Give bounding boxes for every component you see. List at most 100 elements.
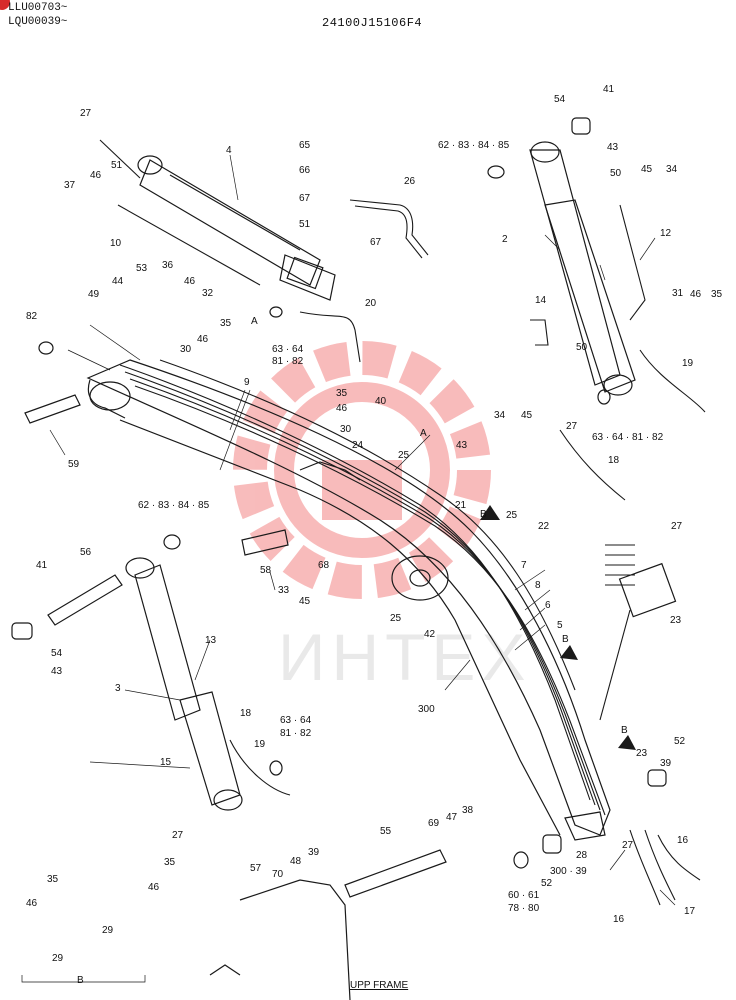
- arrow-b-3: [618, 735, 636, 750]
- callout-67: 67: [299, 193, 311, 204]
- shim-60: [513, 851, 529, 869]
- callout-33: 33: [278, 585, 290, 596]
- serial-range-2: LQU00039~: [8, 16, 68, 28]
- callout-37: 37: [64, 180, 76, 191]
- callout-63-64: 63 · 64: [272, 344, 304, 355]
- callout-24: 24: [352, 440, 364, 451]
- section-b: B: [480, 509, 487, 520]
- callout-47: 47: [446, 812, 458, 823]
- callout-46: 46: [148, 882, 160, 893]
- shim-63: [269, 306, 283, 318]
- callout-34: 34: [494, 410, 506, 421]
- callout-19: 19: [682, 358, 694, 369]
- watermark-gear-logo: [233, 341, 491, 599]
- fittings-23: [605, 544, 635, 586]
- callout-45: 45: [641, 164, 653, 175]
- pin-56: [47, 574, 123, 626]
- arrow-b-2: [560, 645, 578, 660]
- callout-63-64-81-82: 63 · 64 · 81 · 82: [592, 432, 664, 443]
- pipe-10: [117, 204, 261, 286]
- hose-18-right: [559, 429, 626, 501]
- callout-40: 40: [375, 396, 387, 407]
- pipe-14: [530, 319, 549, 346]
- callout-36: 36: [162, 260, 174, 271]
- callout-27: 27: [566, 421, 578, 432]
- corner-badge: [0, 0, 10, 10]
- callout-45: 45: [299, 596, 311, 607]
- callout-14: 14: [535, 295, 547, 306]
- upper-frame: [239, 879, 351, 1000]
- callout-63-64: 63 · 64: [280, 715, 312, 726]
- callout-9: 9: [244, 377, 250, 388]
- callout-25: 25: [390, 613, 402, 624]
- bushing-54-top: [571, 117, 591, 135]
- callout-52: 52: [541, 878, 553, 889]
- section-a: A: [251, 316, 258, 327]
- grease-line: [99, 139, 141, 179]
- callout-41: 41: [36, 560, 48, 571]
- callout-29: 29: [102, 925, 114, 936]
- callout-35: 35: [220, 318, 232, 329]
- callout-27: 27: [80, 108, 92, 119]
- callout-23: 23: [670, 615, 682, 626]
- callout-39: 39: [308, 847, 320, 858]
- callout-6: 6: [545, 600, 551, 611]
- callout-46: 46: [197, 334, 209, 345]
- callout-50: 50: [610, 168, 622, 179]
- shim-62-top: [487, 165, 505, 179]
- callout-45: 45: [521, 410, 533, 421]
- detail-b-label: B: [77, 975, 84, 986]
- shim-63-left: [269, 760, 283, 776]
- callout-35: 35: [47, 874, 59, 885]
- bushing-52-bottom: [542, 834, 562, 854]
- callout-53: 53: [136, 263, 148, 274]
- callout-51: 51: [299, 219, 311, 230]
- callout-67: 67: [370, 237, 382, 248]
- callout-41: 41: [603, 84, 615, 95]
- detail-b-bracket: [21, 975, 146, 983]
- callout-25: 25: [506, 510, 518, 521]
- callout-15: 15: [160, 757, 172, 768]
- hose-16b: [644, 829, 676, 901]
- hose-17: [657, 834, 701, 881]
- callout-56: 56: [80, 547, 92, 558]
- shim-62-left: [163, 534, 181, 550]
- junction-block-23: [618, 562, 677, 618]
- boom: [86, 359, 611, 841]
- callout-43: 43: [607, 142, 619, 153]
- callout-8: 8: [535, 580, 541, 591]
- upper-frame-edge: [209, 964, 241, 976]
- pipe-12: [619, 204, 646, 321]
- callout-54: 54: [51, 648, 63, 659]
- shim-63-right: [597, 389, 611, 405]
- callout-10: 10: [110, 238, 122, 249]
- callout-19: 19: [254, 739, 266, 750]
- callout-46: 46: [26, 898, 38, 909]
- callout-16: 16: [613, 914, 625, 925]
- callout-49: 49: [88, 289, 100, 300]
- callout-300-39: 300 · 39: [550, 866, 587, 877]
- callout-46: 46: [690, 289, 702, 300]
- callout-54: 54: [554, 94, 566, 105]
- callout-16: 16: [677, 835, 689, 846]
- arm-cylinder: [137, 155, 336, 301]
- callout-62-83-84-85: 62 · 83 · 84 · 85: [438, 140, 510, 151]
- callout-81-82: 81 · 82: [272, 356, 304, 367]
- callout-42: 42: [424, 629, 436, 640]
- callout-27: 27: [172, 830, 184, 841]
- pin-58: [241, 529, 289, 556]
- callout-18: 18: [608, 455, 620, 466]
- pipe-26: [349, 199, 429, 256]
- callout-35: 35: [336, 388, 348, 399]
- callout-70: 70: [272, 869, 284, 880]
- callout-62-83-84-85: 62 · 83 · 84 · 85: [138, 500, 210, 511]
- callout-labels: 27 51 4 37 46 10 36 46 32 53 44 49 82 35…: [26, 84, 723, 991]
- callout-35: 35: [164, 857, 176, 868]
- plate-82: [38, 341, 54, 355]
- hose-19-right: [639, 349, 706, 413]
- callout-22: 22: [538, 521, 550, 532]
- pipe-26-inner: [354, 205, 423, 259]
- boom-cylinder-3: [125, 557, 243, 811]
- callout-46: 46: [184, 276, 196, 287]
